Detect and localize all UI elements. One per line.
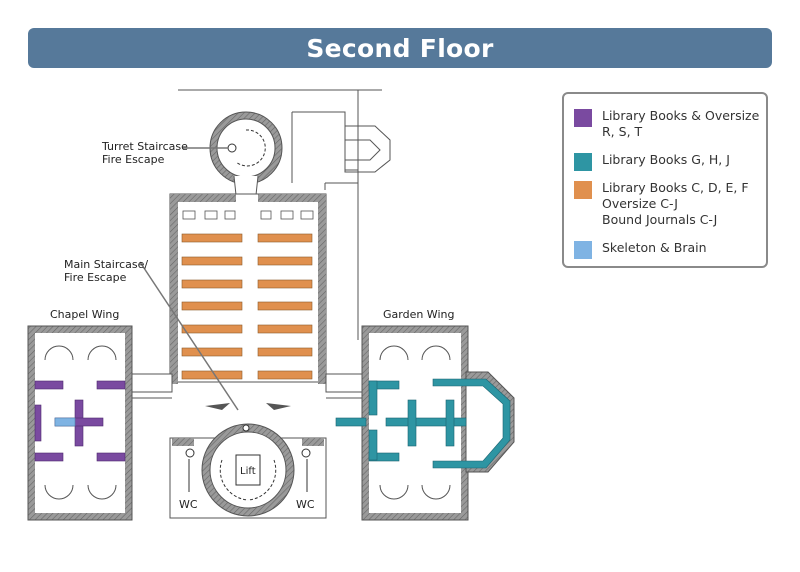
garden-wing: [335, 325, 515, 521]
legend-line: R, S, T: [602, 124, 643, 139]
legend-line: Skeleton & Brain: [602, 240, 707, 255]
main-fire-escape-label: Fire Escape: [64, 271, 127, 284]
chapel-wing-label: Chapel Wing: [50, 308, 119, 321]
turret-fire-escape-label: Fire Escape: [102, 153, 165, 166]
building-outlines: [178, 89, 391, 340]
legend-item-purple: Library Books & Oversize R, S, T: [574, 108, 759, 140]
label-leaders: [139, 147, 308, 492]
legend-item-light-blue: Skeleton & Brain: [574, 240, 707, 259]
corridors: [122, 373, 372, 438]
garden-wing-label: Garden Wing: [383, 308, 454, 321]
legend-line: Library Books G, H, J: [602, 152, 730, 167]
legend-item-teal: Library Books G, H, J: [574, 152, 730, 171]
window-seats: [182, 210, 314, 220]
title-banner: Second Floor: [28, 28, 772, 68]
shelves-orange: [130, 233, 313, 424]
legend: Library Books & Oversize R, S, T Library…: [562, 92, 768, 268]
legend-line: Bound Journals C-J: [602, 212, 718, 227]
swatch-light-blue: [574, 241, 592, 259]
wc-left-label: WC: [179, 498, 198, 511]
chapel-wing: [27, 325, 133, 521]
legend-item-orange: Library Books C, D, E, F Oversize C-J Bo…: [574, 180, 749, 228]
legend-line: Library Books C, D, E, F: [602, 180, 749, 195]
swatch-orange: [574, 181, 592, 199]
main-staircase-label: Main Staircase/: [64, 258, 148, 271]
turret-staircase-label: Turret Staircase: [101, 140, 188, 153]
main-staircase: [169, 403, 327, 519]
legend-line: Oversize C-J: [602, 196, 678, 211]
swatch-teal: [574, 153, 592, 171]
page-title: Second Floor: [306, 33, 494, 63]
wc-right-label: WC: [296, 498, 315, 511]
swatch-purple: [574, 109, 592, 127]
legend-line: Library Books & Oversize: [602, 108, 760, 123]
lift-label: Lift: [240, 466, 256, 477]
turret-staircase: [209, 111, 283, 196]
